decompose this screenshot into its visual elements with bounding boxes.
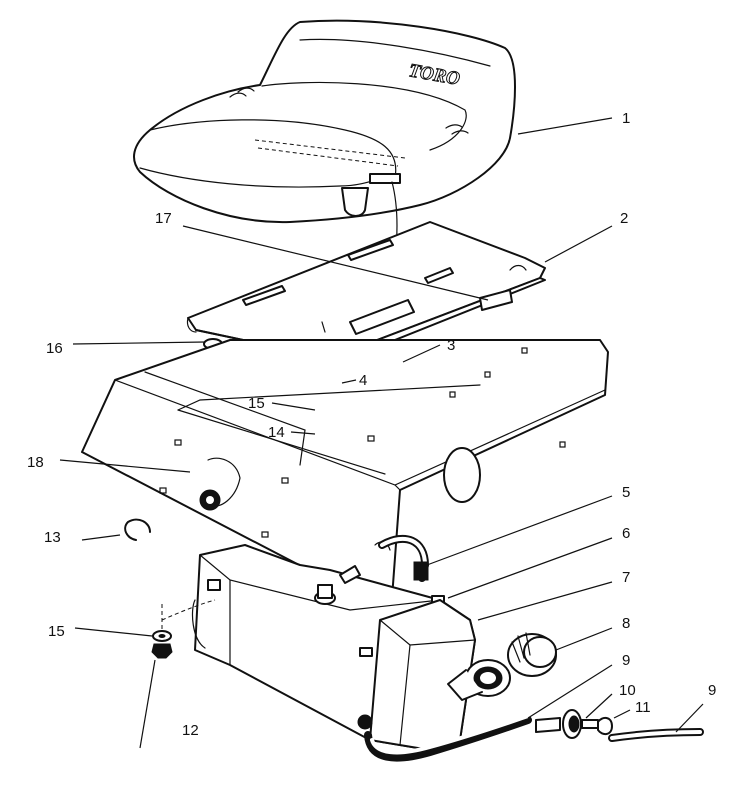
callout-13: 13: [44, 529, 61, 546]
callout-3: 3: [447, 337, 455, 354]
callout-18: 18: [27, 454, 44, 471]
callout-15-upper: 15: [248, 395, 265, 412]
lock-nut: [151, 643, 173, 659]
callout-9-upper: 9: [622, 652, 630, 669]
tank-vent-hose: [378, 534, 430, 582]
fuel-tank: [191, 544, 511, 751]
callout-12: 12: [182, 722, 199, 739]
callout-16: 16: [46, 340, 63, 357]
callout-2: 2: [620, 210, 628, 227]
fuel-line: [364, 714, 704, 762]
callout-14: 14: [268, 424, 285, 441]
callout-9-right: 9: [708, 682, 716, 699]
seat-base-frame: [81, 339, 609, 604]
leader-lines: [59, 117, 704, 749]
callout-7: 7: [622, 569, 630, 586]
fuel-cap: [507, 632, 557, 677]
snap-ring: [124, 518, 151, 541]
hose-clamp: [597, 716, 613, 736]
callout-10: 10: [619, 682, 636, 699]
callout-8: 8: [622, 615, 630, 632]
callout-17: 17: [155, 210, 172, 227]
fuel-filter: [535, 709, 599, 739]
seat: TORO: [133, 19, 516, 224]
callout-11: 11: [635, 699, 651, 716]
callout-6: 6: [622, 525, 630, 542]
callout-numbers: 1 2 3 4 15 14 5 6 7 8 9 10 11 9 12 13 15…: [27, 110, 716, 739]
seat-switch-block: [479, 289, 513, 311]
callout-4: 4: [359, 372, 367, 389]
callout-1: 1: [622, 110, 630, 127]
callout-5: 5: [622, 484, 630, 501]
callout-15-lower: 15: [48, 623, 65, 640]
